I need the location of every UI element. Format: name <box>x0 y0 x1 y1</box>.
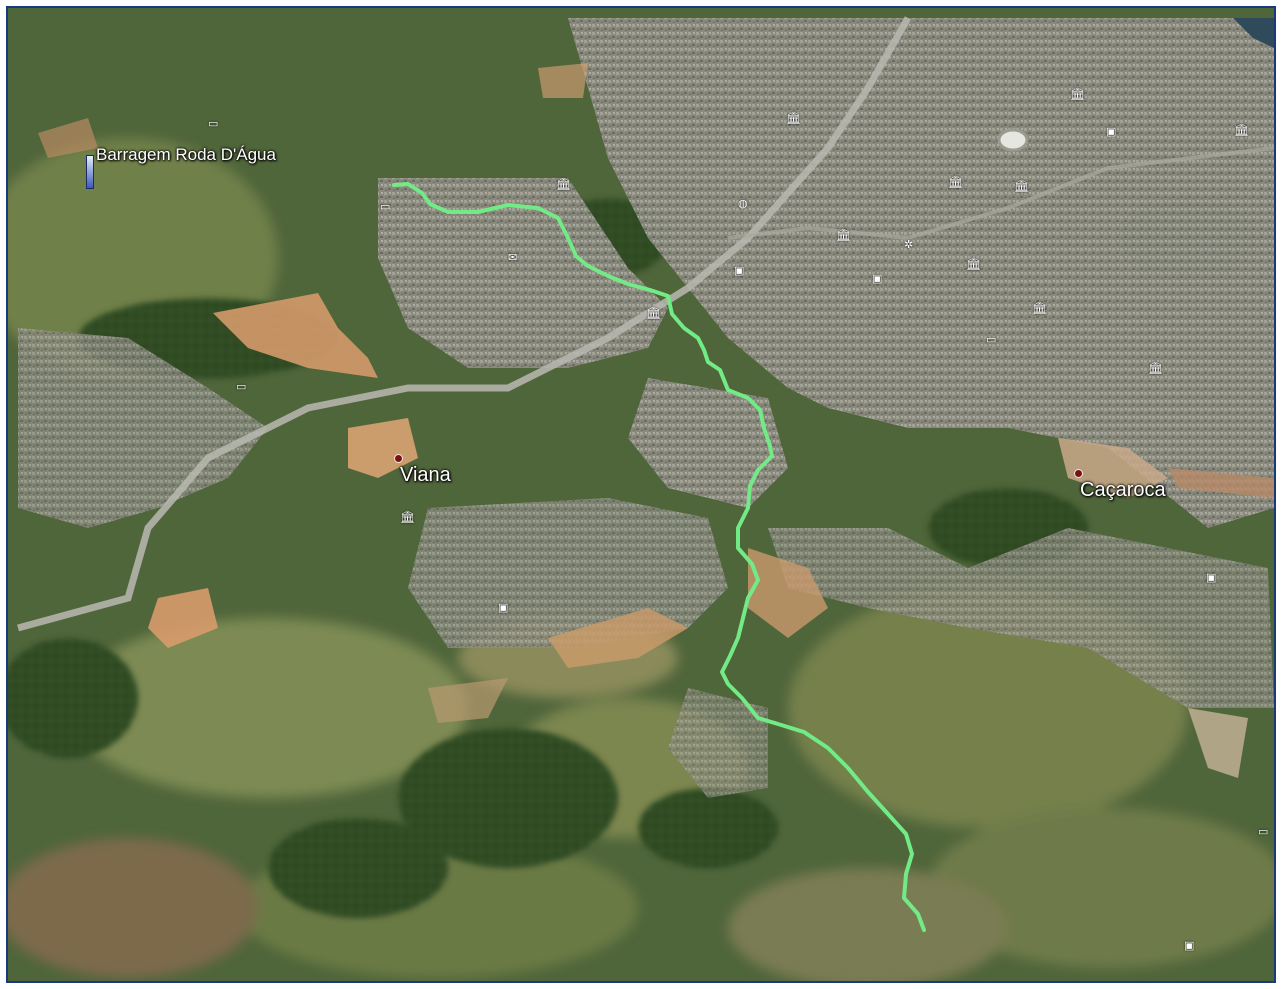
transit-icon[interactable]: ◍ <box>738 198 748 210</box>
transit-icon[interactable]: ▣ <box>1184 940 1195 952</box>
museum-icon[interactable]: 🏛 <box>1234 123 1250 137</box>
transit-icon[interactable]: ▣ <box>1106 126 1117 138</box>
museum-icon[interactable]: 🏛 <box>1070 87 1086 101</box>
road <box>727 146 1274 241</box>
transit-icon[interactable]: ▣ <box>734 265 745 277</box>
bare-soil-areas <box>38 63 1274 778</box>
museum-icon[interactable]: 🏛 <box>556 177 572 191</box>
museum-icon[interactable]: 🏛 <box>646 306 662 320</box>
place-label-cacaroca[interactable]: Caçaroca <box>1080 479 1166 501</box>
lodging-icon[interactable]: ▭ <box>1258 826 1269 838</box>
transit-icon[interactable]: ✲ <box>904 239 914 251</box>
museum-icon[interactable]: 🏛 <box>966 257 982 271</box>
museum-icon[interactable]: 🏛 <box>1032 301 1048 315</box>
urban-areas <box>18 18 1274 798</box>
lodging-icon[interactable]: ▭ <box>236 381 247 393</box>
map-view[interactable]: Barragem Roda D'Água Viana Caçaroca 🏛 🏛 … <box>6 6 1276 983</box>
place-label-dam[interactable]: Barragem Roda D'Água <box>96 145 276 164</box>
museum-icon[interactable]: 🏛 <box>1148 361 1164 375</box>
transit-icon[interactable]: ▣ <box>1206 572 1217 584</box>
museum-icon[interactable]: 🏛 <box>400 510 416 524</box>
museum-icon[interactable]: 🏛 <box>1014 179 1030 193</box>
highway <box>17 16 912 632</box>
lodging-icon[interactable]: ▭ <box>208 118 219 130</box>
satellite-imagery[interactable] <box>8 8 1274 981</box>
water <box>1233 18 1274 48</box>
place-label-viana[interactable]: Viana <box>400 464 451 486</box>
lodging-icon[interactable]: ▭ <box>986 334 997 346</box>
stadium <box>997 128 1029 152</box>
transit-icon[interactable]: ▣ <box>872 273 883 285</box>
transit-icon[interactable]: ✉ <box>508 252 518 264</box>
museum-icon[interactable]: 🏛 <box>786 111 802 125</box>
transit-icon[interactable]: ▣ <box>498 602 509 614</box>
place-dot-viana[interactable] <box>394 454 403 463</box>
route-line[interactable] <box>392 182 926 932</box>
museum-icon[interactable]: 🏛 <box>948 175 964 189</box>
museum-icon[interactable]: 🏛 <box>836 228 852 242</box>
place-dot-cacaroca[interactable] <box>1074 469 1083 478</box>
lodging-icon[interactable]: ▭ <box>380 201 391 213</box>
dam-marker-icon[interactable] <box>86 155 94 189</box>
